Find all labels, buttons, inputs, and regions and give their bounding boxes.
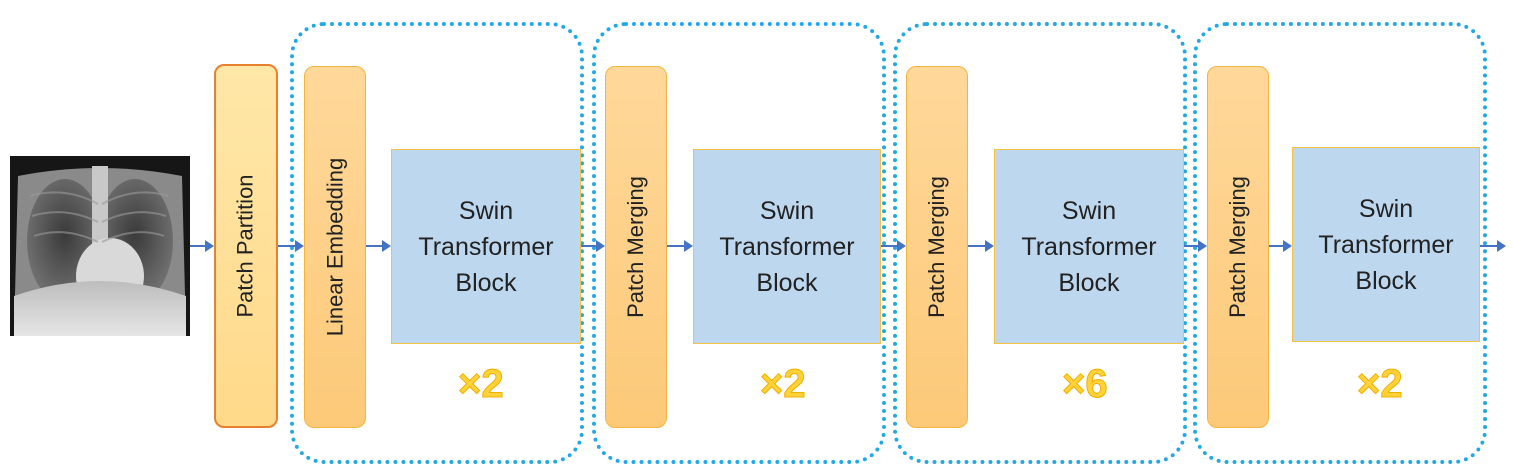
arrow-xray-to-partition bbox=[190, 240, 214, 252]
stage-1-linear-embedding-box: Linear Embedding bbox=[304, 66, 366, 428]
stage-4-container bbox=[1193, 22, 1487, 464]
stage-4-swin-line-2: Transformer bbox=[1318, 230, 1454, 259]
chest-xray-image bbox=[10, 156, 190, 336]
stage-1-swin-line-3: Block bbox=[455, 268, 517, 297]
stage-3-swin-line-1: Swin bbox=[1061, 196, 1117, 225]
stage-1-container bbox=[290, 22, 584, 464]
stage-1-swin-line-2: Transformer bbox=[418, 232, 554, 261]
arrow-embedding-to-swin-1 bbox=[366, 240, 391, 252]
arrow-merging-3-to-swin-3 bbox=[968, 240, 994, 252]
arrow-swin-3-to-merging-4 bbox=[1184, 240, 1207, 252]
stage-4-swin-line-1: Swin bbox=[1358, 194, 1414, 223]
stage-4-patch-merging-box: Patch Merging bbox=[1207, 66, 1269, 428]
stage-2-patch-merging-label: Patch Merging bbox=[623, 176, 649, 318]
stage-2-swin-block: Swin Transformer Block bbox=[693, 149, 881, 344]
stage-4-swin-line-3: Block bbox=[1355, 266, 1417, 295]
arrow-swin-1-to-merging-2 bbox=[581, 240, 605, 252]
patch-partition-label: Patch Partition bbox=[233, 174, 259, 318]
stage-2-patch-merging-box: Patch Merging bbox=[605, 66, 667, 428]
stage-2-swin-line-1: Swin bbox=[759, 196, 815, 225]
stage-2-container bbox=[592, 22, 886, 464]
stage-2-swin-line-3: Block bbox=[756, 268, 818, 297]
stage-3-patch-merging-box: Patch Merging bbox=[906, 66, 968, 428]
stage-1-linear-embedding-label: Linear Embedding bbox=[322, 157, 348, 337]
patch-partition-box: Patch Partition bbox=[214, 64, 278, 428]
stage-2-swin-line-2: Transformer bbox=[719, 232, 855, 261]
arrow-merging-2-to-swin-2 bbox=[667, 240, 693, 252]
stage-3-patch-merging-label: Patch Merging bbox=[924, 176, 950, 318]
arrow-swin-4-output bbox=[1480, 240, 1506, 252]
stage-2-multiplier: ×2 bbox=[760, 362, 807, 407]
stage-3-swin-block: Swin Transformer Block bbox=[994, 149, 1184, 344]
stage-3-container bbox=[893, 22, 1187, 464]
arrow-swin-2-to-merging-3 bbox=[881, 240, 906, 252]
arrow-merging-4-to-swin-4 bbox=[1269, 240, 1292, 252]
stage-3-swin-line-2: Transformer bbox=[1021, 232, 1157, 261]
stage-3-swin-line-3: Block bbox=[1058, 268, 1120, 297]
stage-4-patch-merging-label: Patch Merging bbox=[1225, 176, 1251, 318]
stage-1-swin-block: Swin Transformer Block bbox=[391, 149, 581, 344]
arrow-partition-to-embedding bbox=[278, 240, 304, 252]
stage-3-multiplier: ×6 bbox=[1062, 362, 1109, 407]
stage-1-multiplier: ×2 bbox=[458, 362, 505, 407]
stage-4-swin-block: Swin Transformer Block bbox=[1292, 147, 1480, 342]
stage-4-multiplier: ×2 bbox=[1357, 362, 1404, 407]
stage-1-swin-line-1: Swin bbox=[458, 196, 514, 225]
